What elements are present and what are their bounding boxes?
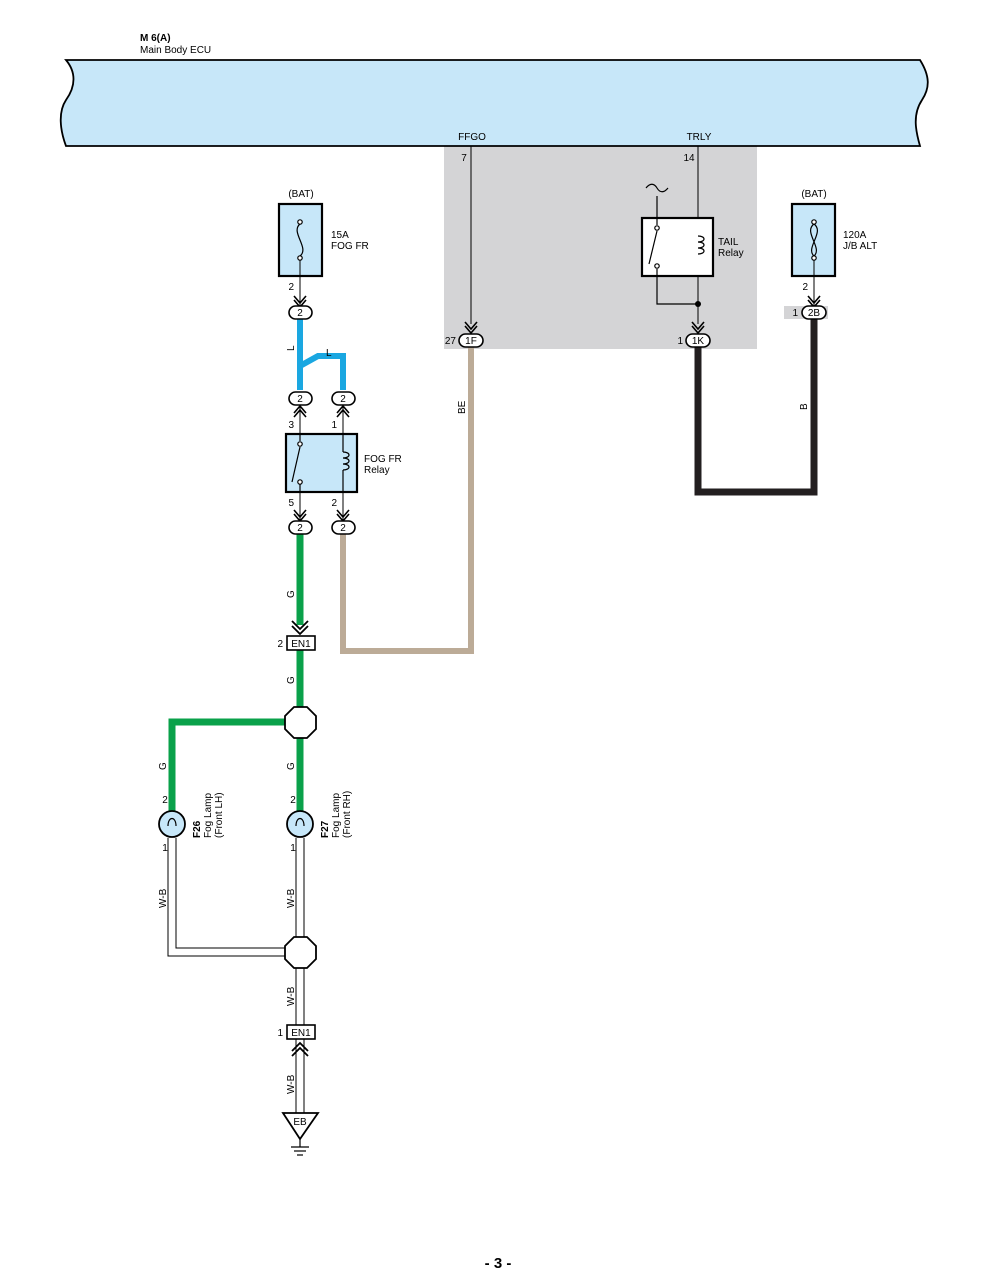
wire-label-l1: L (286, 345, 297, 351)
conn-1k-pin: 1 (677, 336, 683, 347)
ecu-code: M 6(A) (140, 33, 171, 44)
conn-en1-top (286, 635, 316, 651)
chevron-up-icon (291, 1041, 309, 1057)
junction-dot (695, 301, 701, 307)
fog-relay-pin3: 3 (288, 420, 294, 431)
conn-relay-bottom-left (288, 520, 313, 535)
fog-lamp-rh (286, 810, 314, 838)
fuse-fog-rating: 15A (331, 230, 349, 241)
chevron-down-icon (464, 321, 478, 335)
wire-label-l2: L (326, 348, 332, 359)
wire-label-g4: G (286, 762, 297, 770)
relay-switch-icon (648, 196, 698, 305)
lamp-rh-pin-top: 2 (290, 795, 296, 806)
conn-1f-pin: 27 (445, 336, 457, 347)
lamp-lh-name: Fog Lamp (203, 793, 214, 838)
pin-ffgo-label: FFGO (458, 132, 486, 143)
wire-label-wb2: W-B (286, 888, 297, 908)
pin-trly-num: 14 (683, 153, 695, 164)
conn-relay-bottom-left-label: 2 (297, 523, 303, 534)
wire-blue-l (297, 318, 346, 390)
conn-1k-label: 1K (692, 336, 705, 347)
conn-en1-bottom-pin: 1 (277, 1028, 283, 1039)
lamp-lh-code: F26 (192, 820, 203, 838)
pin-trly-label: TRLY (687, 132, 712, 143)
conn-2b-label: 2B (808, 308, 821, 319)
pin-ffgo-num: 7 (461, 153, 467, 164)
conn-en1-bottom (286, 1024, 316, 1040)
fog-relay-pin2: 2 (331, 498, 337, 509)
chevron-down-icon (691, 321, 705, 335)
fuse-fog-name: FOG FR (331, 241, 369, 252)
tilde-icon (645, 183, 669, 193)
wire-beige-be (340, 347, 474, 654)
fuse-alt-source: (BAT) (801, 189, 826, 200)
conn-2b-pin: 1 (792, 308, 798, 319)
ground-label: EB (293, 1117, 307, 1128)
ecu-name: Main Body ECU (140, 45, 211, 56)
fuse-fog-pin: 2 (288, 282, 294, 293)
wire-label-wb4: W-B (286, 1074, 297, 1094)
conn-fog-fuse (288, 305, 313, 320)
main-body-ecu (59, 59, 929, 147)
lamp-lh-side: (Front LH) (214, 792, 225, 838)
tail-relay (640, 216, 715, 278)
fog-relay-line2: Relay (364, 465, 390, 476)
wire-green-g (168, 534, 304, 812)
wire-label-g3: G (158, 762, 169, 770)
splice-point-ground (284, 936, 317, 969)
lamp-rh-code: F27 (320, 820, 331, 838)
conn-2b (801, 305, 827, 320)
ground-point-eb (281, 1112, 320, 1141)
conn-en1-top-pin: 2 (277, 639, 283, 650)
fuse-alt-pin: 2 (802, 282, 808, 293)
relay-coil-icon (342, 434, 350, 492)
fog-relay-pin1: 1 (331, 420, 337, 431)
bulb-filament-icon (295, 817, 305, 827)
conn-relay-bottom-right (331, 520, 356, 535)
wire-label-be: BE (457, 400, 468, 414)
lamp-rh-pin-bot: 1 (290, 843, 296, 854)
page-number: - 3 - (485, 1255, 512, 1272)
conn-1f-label: 1F (465, 336, 477, 347)
fog-lamp-lh (158, 810, 186, 838)
lamp-rh-name: Fog Lamp (331, 793, 342, 838)
chevron-down-icon (291, 620, 309, 636)
wire-label-wb3: W-B (286, 986, 297, 1006)
ground-icon (291, 1139, 309, 1156)
fog-relay-line1: FOG FR (364, 454, 402, 465)
tail-relay-line2: Relay (718, 248, 744, 259)
relay-switch-icon (291, 434, 303, 492)
conn-1f (458, 333, 484, 348)
lamp-lh-pin-bot: 1 (162, 843, 168, 854)
wire-label-g1: G (286, 590, 297, 598)
fog-relay-pin5: 5 (288, 498, 294, 509)
wire-black-b (694, 318, 818, 496)
fuse-fog-source: (BAT) (288, 189, 313, 200)
fuse-element-icon (296, 219, 304, 261)
wire-label-b: B (799, 403, 810, 410)
conn-relay-top-right-label: 2 (340, 394, 346, 405)
fuse-alt-name: J/B ALT (843, 241, 877, 252)
conn-relay-top-left-label: 2 (297, 394, 303, 405)
conn-en1-top-label: EN1 (291, 639, 311, 650)
lamp-rh-side: (Front RH) (342, 791, 353, 838)
fuse-alt-rating: 120A (843, 230, 867, 241)
wire-white-black (167, 838, 305, 1114)
conn-fog-fuse-label: 2 (297, 308, 303, 319)
fusible-link-icon (810, 219, 818, 261)
wire-label-wb1: W-B (158, 888, 169, 908)
tail-relay-line1: TAIL (718, 237, 739, 248)
conn-relay-bottom-right-label: 2 (340, 523, 346, 534)
bulb-filament-icon (167, 817, 177, 827)
splice-point-green (284, 706, 317, 739)
lamp-lh-pin-top: 2 (162, 795, 168, 806)
conn-en1-bottom-label: EN1 (291, 1028, 311, 1039)
conn-1k (685, 333, 711, 348)
relay-coil-icon (697, 235, 705, 255)
wire-label-g2: G (286, 676, 297, 684)
